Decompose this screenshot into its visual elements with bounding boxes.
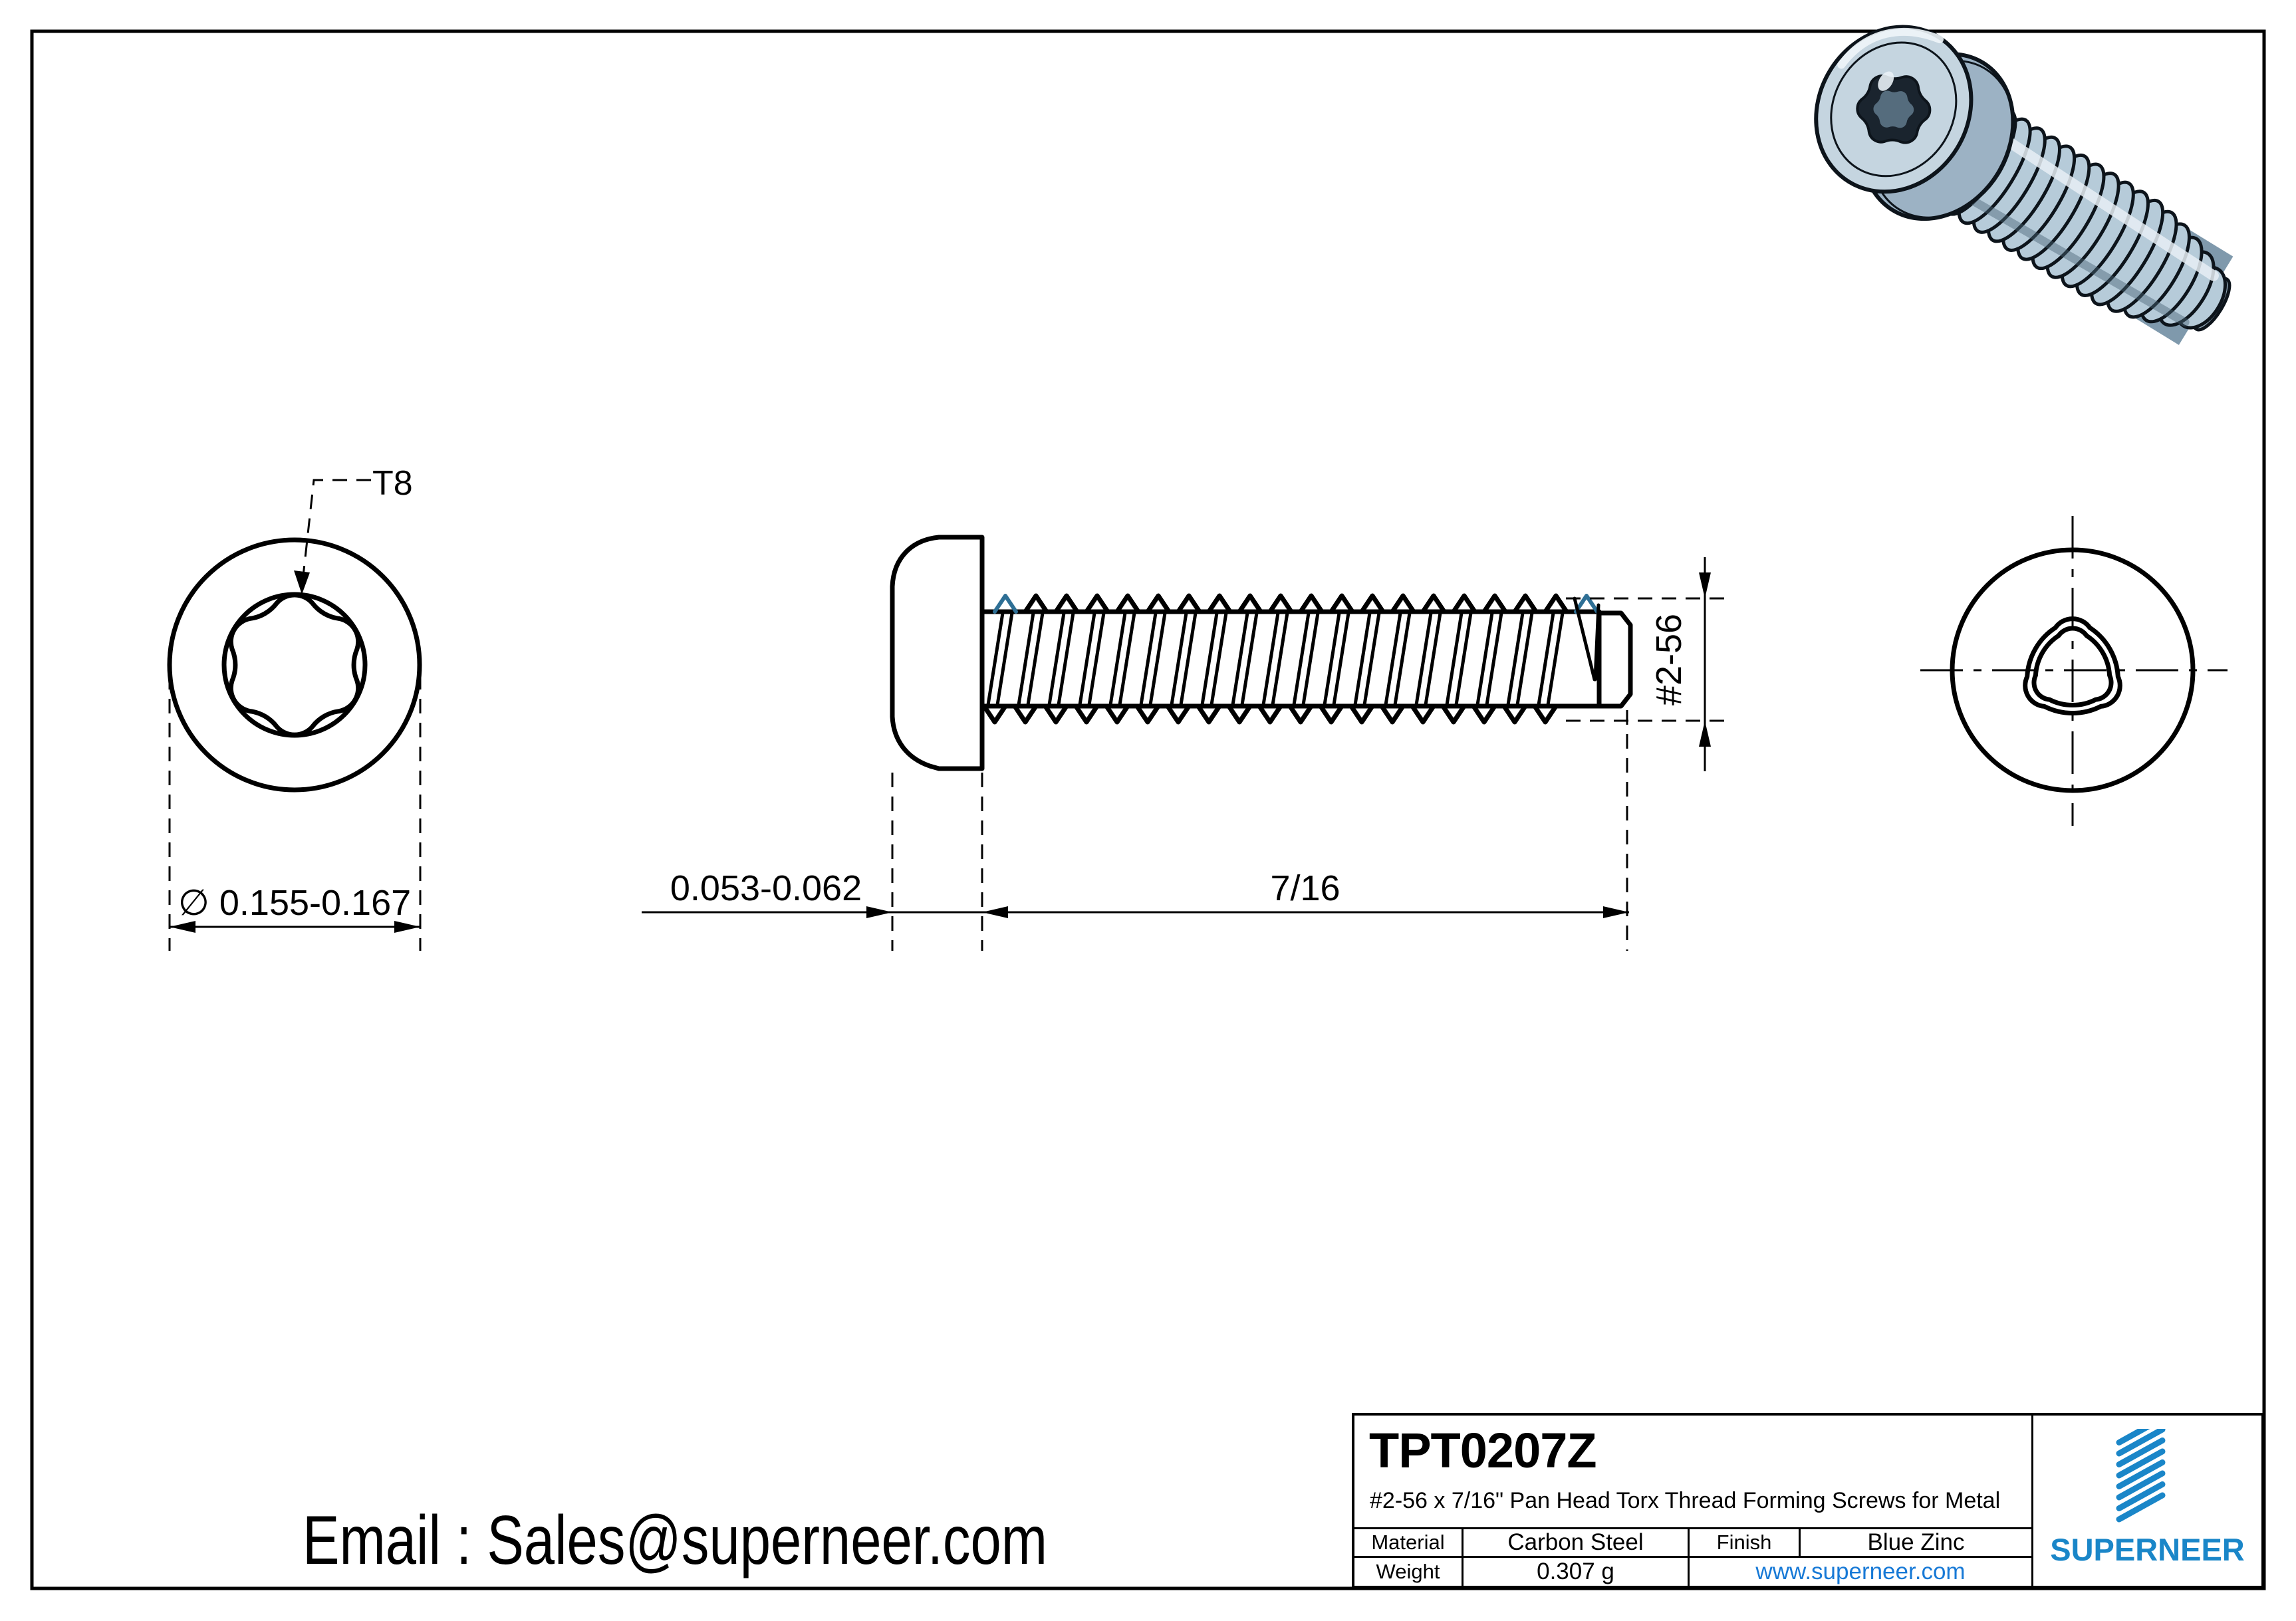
- screw-3d-render: [1814, 25, 2233, 345]
- finish-label: Finish: [1690, 1529, 1801, 1556]
- dim-arrow: [170, 921, 195, 933]
- recess-circle: [221, 592, 368, 738]
- t8-leader-line: [302, 479, 371, 576]
- screw-tip: [1596, 610, 1633, 709]
- part-number: TPT0207Z: [1369, 1423, 1597, 1478]
- material-label: Material: [1354, 1529, 1464, 1556]
- dim-arrow: [866, 906, 892, 918]
- head-diameter-dim: ∅ 0.155-0.167: [178, 883, 411, 923]
- title-block-main: TPT0207Z #2-56 x 7/16" Pan Head Torx Thr…: [1354, 1416, 2031, 1586]
- sheet-border: [30, 29, 2266, 1590]
- torx-recess-outline: [228, 592, 361, 737]
- drive-size-label: T8: [372, 464, 413, 503]
- dim-arrow: [982, 906, 1008, 918]
- weight-value: 0.307 g: [1464, 1558, 1690, 1586]
- thread-length-dim: 7/16: [1270, 868, 1340, 908]
- brand-logo-cell: SUPERNEER: [2031, 1416, 2261, 1586]
- head-outline-circle: [1950, 547, 2196, 793]
- dim-arrow: [394, 921, 420, 933]
- weight-website-row: Weight 0.307 g www.superneer.com: [1354, 1558, 2031, 1586]
- t8-leader-arrow: [294, 570, 310, 594]
- side-view: 0.053-0.062 7/16 #2-56: [642, 535, 1729, 951]
- part-description: #2-56 x 7/16" Pan Head Torx Thread Formi…: [1370, 1488, 2001, 1513]
- title-block-header: TPT0207Z #2-56 x 7/16" Pan Head Torx Thr…: [1354, 1416, 2031, 1529]
- material-value: Carbon Steel: [1464, 1529, 1690, 1556]
- bottom-view: [1920, 516, 2228, 826]
- length-extension-lines: [891, 710, 1628, 951]
- trilobe-inner: [2031, 626, 2114, 707]
- thread-root-lines: [979, 609, 1602, 709]
- dim-arrow: [1699, 572, 1711, 598]
- weight-label: Weight: [1354, 1558, 1464, 1586]
- brand-name: SUPERNEER: [2050, 1532, 2245, 1567]
- pan-head-profile: [890, 535, 985, 771]
- material-finish-row: Material Carbon Steel Finish Blue Zinc: [1354, 1529, 2031, 1558]
- thread-profile: [981, 593, 1599, 725]
- website-link[interactable]: www.superneer.com: [1755, 1559, 1966, 1584]
- email-text: Email : Sales@superneer.com: [303, 1501, 1047, 1578]
- diameter-extension-lines: [168, 675, 422, 951]
- dim-arrow: [1603, 906, 1629, 918]
- finish-value: Blue Zinc: [1867, 1529, 1965, 1555]
- head-outline-circle: [167, 537, 422, 793]
- thread-dia-extension-lines: [1566, 597, 1729, 722]
- title-block: TPT0207Z #2-56 x 7/16" Pan Head Torx Thr…: [1352, 1413, 2264, 1588]
- trilobe-outer: [2023, 616, 2122, 715]
- head-height-dim: 0.053-0.062: [670, 868, 862, 908]
- front-view-torx-head: T8 ∅ 0.155-0.167: [167, 464, 422, 951]
- website-cell: www.superneer.com: [1690, 1558, 2031, 1586]
- dim-arrow: [1699, 721, 1711, 747]
- brand-logo-icon: [2116, 1429, 2165, 1523]
- thread-size-dim: #2-56: [1649, 614, 1689, 705]
